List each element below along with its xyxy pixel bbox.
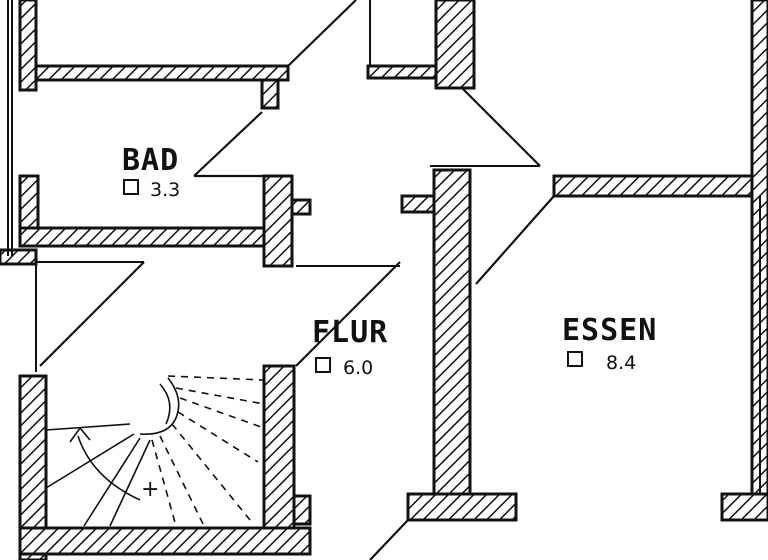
- door-bottom: [369, 519, 409, 560]
- wall-central: [432, 168, 472, 522]
- room-label-flur: FLUR 6.0: [312, 315, 388, 379]
- doors: [39, 0, 555, 560]
- wall-stair-right: [262, 364, 296, 548]
- wall-top-center: [366, 64, 440, 80]
- area-square-icon: [123, 179, 139, 195]
- wall-stair-bottom: [18, 526, 312, 556]
- wall-bath-top: [34, 64, 290, 82]
- stair-handrail: [139, 377, 180, 435]
- wall-bath-right: [262, 174, 294, 268]
- wall-bath-right-stub: [290, 198, 312, 216]
- room-name-essen: ESSEN: [562, 313, 657, 348]
- wall-essen-top: [552, 174, 762, 198]
- room-area-flur: 6.0: [343, 357, 373, 379]
- wall-top-pillar: [434, 0, 476, 90]
- wall-central-foot: [406, 492, 518, 522]
- room-name-flur: FLUR: [312, 315, 388, 350]
- wall-central-stub: [400, 194, 436, 214]
- thin-lines: [7, 0, 761, 494]
- door-upper: [287, 0, 357, 67]
- room-label-essen: ESSEN 8.4: [562, 313, 657, 374]
- area-square-icon: [567, 351, 583, 367]
- stair-walk-line: [77, 435, 141, 501]
- wall-bath-bottom: [18, 226, 294, 248]
- room-area-essen: 8.4: [606, 352, 636, 374]
- door-upper-right: [461, 87, 541, 167]
- door-essen: [475, 195, 555, 285]
- room-label-bad: BAD 3.3: [122, 143, 180, 201]
- door-bath: [193, 111, 264, 178]
- door-flur-center: [295, 261, 401, 367]
- stair-marker: +: [141, 477, 159, 502]
- wall-right-foot: [720, 492, 768, 522]
- wall-left-mid-stub: [0, 248, 38, 266]
- wall-left-top: [18, 0, 38, 92]
- area-square-icon: [315, 357, 331, 373]
- door-to-stair: [39, 261, 145, 367]
- room-name-bad: BAD: [122, 143, 179, 178]
- wall-stair-right-stub: [292, 494, 312, 526]
- staircase: +: [45, 375, 265, 527]
- wall-bath-top-stub: [260, 78, 280, 110]
- room-area-bad: 3.3: [150, 179, 180, 201]
